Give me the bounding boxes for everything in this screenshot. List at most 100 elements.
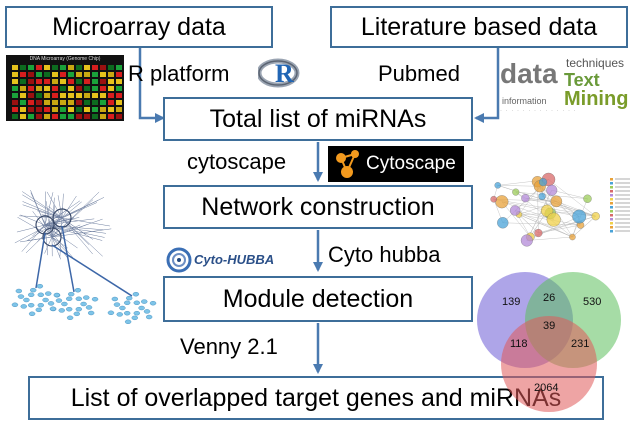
microarray-spot (68, 72, 74, 77)
microarray-spot (20, 79, 26, 84)
venn-bc: 231 (571, 338, 589, 350)
microarray-spot (68, 65, 74, 70)
microarray-spot (20, 114, 26, 119)
microarray-spot (52, 93, 58, 98)
microarray-spot (36, 107, 42, 112)
microarray-spot (68, 93, 74, 98)
microarray-spot (108, 114, 114, 119)
microarray-spot (92, 100, 98, 105)
microarray-spot (60, 93, 66, 98)
microarray-spot (44, 65, 50, 70)
microarray-spot (116, 100, 122, 105)
microarray-spot (12, 79, 18, 84)
microarray-spot (52, 107, 58, 112)
microarray-image-title: DNA Microarray (Genome Chip) (29, 56, 101, 62)
microarray-spot (60, 107, 66, 112)
microarray-spot (36, 86, 42, 91)
total-list-label: Total list of miRNAs (209, 104, 427, 133)
microarray-spot (108, 65, 114, 70)
microarray-spot (36, 100, 42, 105)
microarray-spot (52, 114, 58, 119)
microarray-spot (28, 86, 34, 91)
r-platform-label: R platform (128, 61, 230, 86)
microarray-spot (44, 93, 50, 98)
microarray-spot (92, 72, 98, 77)
microarray-spot (100, 86, 106, 91)
overlapped-list-label: List of overlapped target genes and miRN… (70, 383, 562, 412)
microarray-spot (20, 72, 26, 77)
wordcloud-word-mining: Mining (564, 88, 629, 110)
microarray-spot (100, 107, 106, 112)
microarray-spot (100, 79, 106, 84)
microarray-spot (68, 86, 74, 91)
microarray-spot (84, 107, 90, 112)
microarray-image: DNA Microarray (Genome Chip) (6, 55, 124, 121)
venn-a-only: 139 (502, 296, 520, 308)
microarray-spot (84, 79, 90, 84)
microarray-spot (100, 114, 106, 119)
microarray-spot (116, 107, 122, 112)
microarray-spot (100, 93, 106, 98)
microarray-spot (52, 100, 58, 105)
r-logo-icon: R (258, 58, 302, 90)
wordcloud-word-techniques: techniques (566, 56, 625, 70)
microarray-spot (44, 79, 50, 84)
microarray-grid (12, 65, 122, 119)
microarray-spot (76, 65, 82, 70)
microarray-spot (76, 72, 82, 77)
venn-b-only: 530 (583, 296, 601, 308)
venny-label: Venny 2.1 (180, 334, 278, 359)
wordcloud-word-text: Text (564, 70, 600, 90)
microarray-spot (116, 79, 122, 84)
microarray-spot (84, 100, 90, 105)
microarray-spot (100, 72, 106, 77)
microarray-spot (68, 100, 74, 105)
venn-c-only: 2064 (534, 382, 558, 394)
microarray-spot (36, 93, 42, 98)
microarray-spot (36, 114, 42, 119)
microarray-spot (92, 107, 98, 112)
microarray-spot (44, 107, 50, 112)
microarray-spot (60, 100, 66, 105)
microarray-spot (76, 107, 82, 112)
microarray-spot (52, 79, 58, 84)
microarray-spot (60, 79, 66, 84)
microarray-spot (28, 72, 34, 77)
microarray-spot (76, 114, 82, 119)
arrow-microarray-to-total (138, 46, 165, 123)
cytoscape-label: cytoscape (187, 149, 287, 174)
microarray-spot (36, 65, 42, 70)
venn-ac: 118 (510, 338, 528, 350)
microarray-spot (44, 86, 50, 91)
literature-data-box: Literature based data (330, 6, 628, 48)
microarray-spot (60, 86, 66, 91)
microarray-spot (68, 107, 74, 112)
microarray-spot (36, 72, 42, 77)
microarray-spot (84, 65, 90, 70)
microarray-spot (68, 79, 74, 84)
microarray-spot (28, 107, 34, 112)
microarray-spot (12, 72, 18, 77)
cyto-hubba-label: Cyto hubba (328, 242, 441, 267)
microarray-spot (92, 93, 98, 98)
microarray-spot (12, 100, 18, 105)
venn-abc: 39 (543, 320, 555, 332)
microarray-spot (28, 114, 34, 119)
microarray-data-label: Microarray data (52, 12, 226, 41)
microarray-spot (108, 72, 114, 77)
microarray-spot (28, 100, 34, 105)
microarray-spot (92, 86, 98, 91)
text-mining-wordcloud: data techniques information Text Mining … (496, 52, 632, 122)
arrow-literature-to-total (474, 46, 500, 123)
total-list-box: Total list of miRNAs (163, 97, 473, 141)
microarray-spot (28, 79, 34, 84)
microarray-spot (84, 72, 90, 77)
microarray-spot (84, 86, 90, 91)
microarray-spot (116, 114, 122, 119)
microarray-spot (108, 79, 114, 84)
microarray-spot (100, 65, 106, 70)
microarray-spot (108, 93, 114, 98)
microarray-spot (92, 65, 98, 70)
microarray-spot (60, 114, 66, 119)
microarray-spot (52, 72, 58, 77)
